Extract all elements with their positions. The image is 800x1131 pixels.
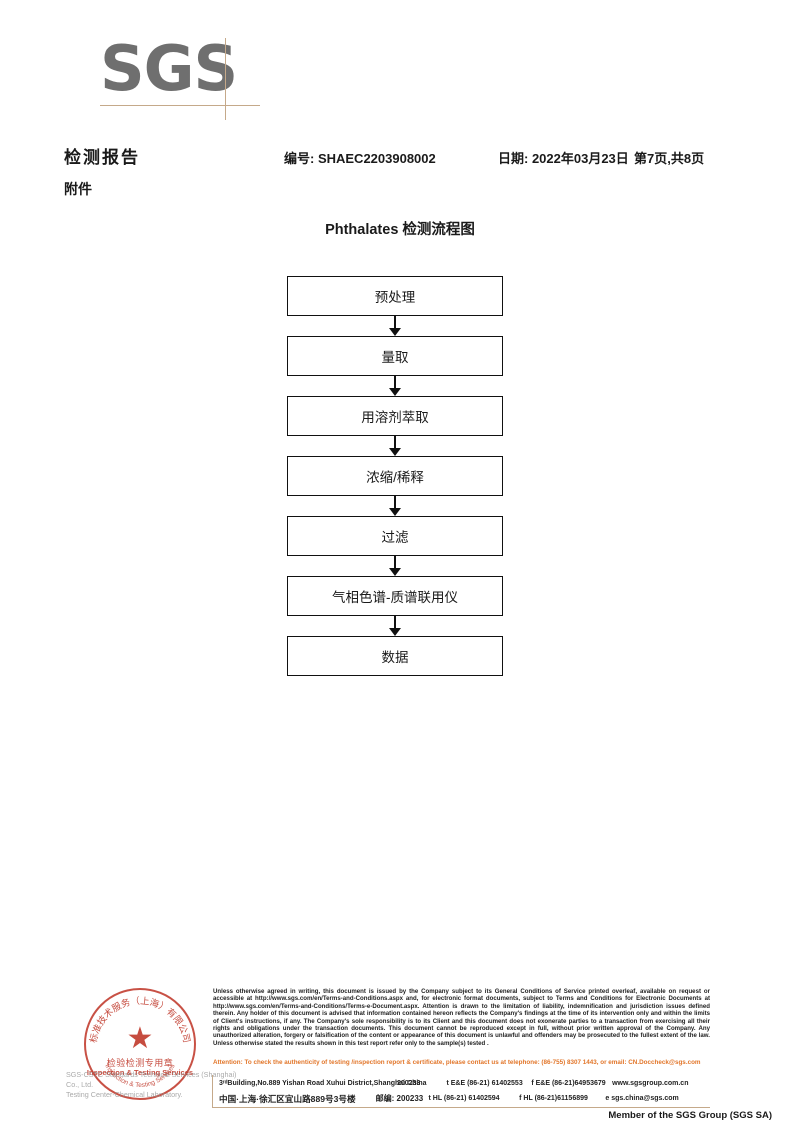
- seal-ring: [84, 988, 196, 1100]
- seal-arc-top-text: 标准技术服务（上海）有限公司: [87, 996, 192, 1044]
- flow-arrow-6: [287, 616, 503, 636]
- report-number: 编号: SHAEC2203908002: [284, 151, 436, 166]
- logo-vertical-rule: [225, 38, 226, 120]
- address-left-rule: [212, 1075, 214, 1108]
- flow-step-4: 浓缩/稀释: [287, 456, 503, 496]
- address-row-cn: 中国·上海·徐汇区宜山路889号3号楼 邮编: 200233 t HL (86-…: [219, 1091, 711, 1106]
- flow-arrow-4: [287, 496, 503, 516]
- tel-hl: t HL (86-21) 61402594: [428, 1095, 500, 1102]
- watermark-line-2: Testing Center-Chemical Laboratory.: [66, 1090, 183, 1099]
- seal-center-cn: 检验检测专用章: [106, 1058, 174, 1068]
- seal-arc-bottom-text: Inspection & Testing Services: [103, 1062, 177, 1089]
- flow-step-5: 过滤: [287, 516, 503, 556]
- page-title: 检测报告: [64, 148, 140, 167]
- email: e sgs.china@sgs.com: [605, 1095, 679, 1102]
- flow-step-7: 数据: [287, 636, 503, 676]
- logo-horizontal-rule: [100, 105, 260, 106]
- flow-arrow-5: [287, 556, 503, 576]
- watermark-line-1: SGS-CSTC Standards Technical Services (S…: [66, 1070, 237, 1089]
- attention-notice: Attention: To check the authenticity of …: [213, 1059, 701, 1066]
- flow-arrow-3: [287, 436, 503, 456]
- address-en: 3ʳᵈBuilding,No.889 Yishan Road Xuhui Dis…: [219, 1080, 427, 1087]
- member-notice: Member of the SGS Group (SGS SA): [608, 1110, 772, 1121]
- flow-arrow-1: [287, 316, 503, 336]
- website: www.sgsgroup.com.cn: [612, 1080, 689, 1087]
- address-bottom-rule: [212, 1107, 710, 1109]
- flow-step-3: 用溶剂萃取: [287, 396, 503, 436]
- address-block: 3ʳᵈBuilding,No.889 Yishan Road Xuhui Dis…: [219, 1076, 711, 1106]
- fax-hl: f HL (86-21)61156899: [519, 1095, 588, 1102]
- flow-step-2: 量取: [287, 336, 503, 376]
- star-icon: ★: [126, 1022, 154, 1055]
- report-date: 日期: 2022年03月23日: [498, 151, 629, 166]
- flowchart-title: Phthalates 检测流程图: [325, 222, 475, 238]
- sgs-logo: SGS: [100, 38, 260, 120]
- seal-center-en: Inspection & Testing Services: [86, 1068, 194, 1077]
- address-cn: 中国·上海·徐汇区宜山路889号3号楼: [219, 1093, 356, 1104]
- address-row-en: 3ʳᵈBuilding,No.889 Yishan Road Xuhui Dis…: [219, 1076, 711, 1091]
- flow-arrow-2: [287, 376, 503, 396]
- page-number: 第7页,共8页: [634, 151, 705, 166]
- fax-ee: f E&E (86-21)64953679: [531, 1080, 606, 1087]
- tel-ee: t E&E (86-21) 61402553: [446, 1080, 523, 1087]
- zip-en: 200233: [397, 1080, 421, 1087]
- official-seal: 标准技术服务（上海）有限公司 Inspection & Testing Serv…: [84, 988, 196, 1100]
- attachment-label: 附件: [64, 181, 92, 197]
- sgs-logo-text: SGS: [100, 32, 238, 105]
- watermark: SGS-CSTC Standards Technical Services (S…: [66, 1070, 246, 1100]
- flow-step-6: 气相色谱-质谱联用仪: [287, 576, 503, 616]
- flowchart: 预处理 量取 用溶剂萃取 浓缩/稀释 过滤 气相色谱-质谱联用仪 数据: [287, 276, 503, 676]
- legal-terms-text: Unless otherwise agreed in writing, this…: [213, 988, 710, 1047]
- zip-cn: 邮编: 200233: [375, 1094, 424, 1103]
- flow-step-1: 预处理: [287, 276, 503, 316]
